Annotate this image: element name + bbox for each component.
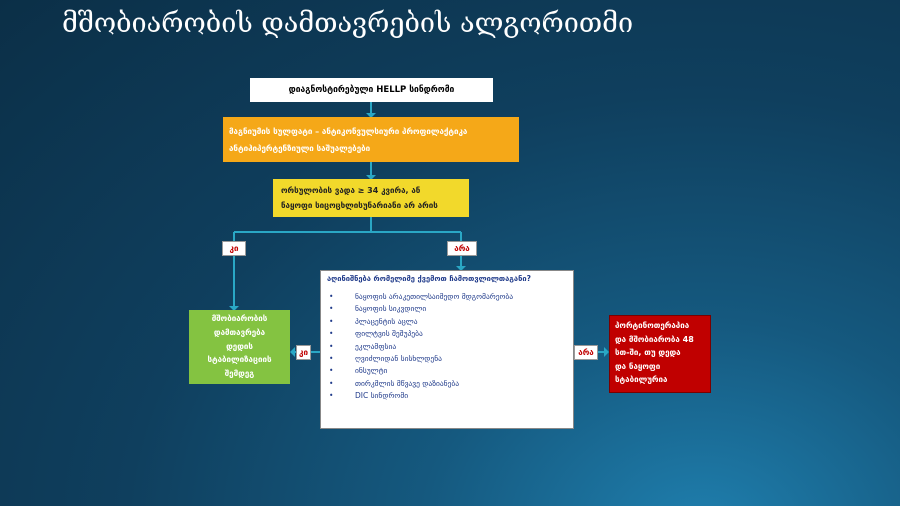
deliver-line: და მშობიარობა 48 — [615, 334, 694, 344]
list-item: ფილტვის შეშუპება — [327, 328, 567, 341]
list-item: თირკმლის მწვავე დაზიანება — [327, 378, 567, 391]
list-item: ნაყოფის სიკვდილი — [327, 303, 567, 316]
deliver-line: პორტინოთერაპია — [615, 321, 690, 330]
list-item: ნაყოფის არაკეთილსაიმედო მდგომარეობა — [327, 291, 567, 304]
wait-line: მშობიარობის — [211, 314, 268, 323]
arrow-to-list — [456, 266, 466, 271]
magnesium-box: მაგნიუმის სულფატი – ანტიკონვულსიური პროფ… — [223, 117, 519, 162]
pregnancy-box: ორსულობის ვადა ≥ 34 კვირა, ან ნაყოფი სიც… — [273, 179, 469, 217]
magnesium-line-2: ანტიჰიპერტენზიული საშუალებები — [229, 144, 371, 153]
slide-title: მშობიარობის დამთავრების ალგორითმი — [62, 8, 634, 39]
list-item: ინსულტი — [327, 365, 567, 378]
arrow-to-wait-side — [290, 347, 295, 357]
arrow-to-deliver — [604, 347, 609, 357]
corticotherapy-delivery-box: პორტინოთერაპია და მშობიარობა 48 სთ-ში, თ… — [609, 315, 711, 393]
no-label-right: არა — [574, 345, 598, 360]
wait-line: დამთავრება — [213, 327, 266, 337]
list-item: ღვიძლიდან სისხლდენა — [327, 353, 567, 366]
no-label-top: არა — [447, 241, 477, 256]
complications-question: აღინიშნება რომელიმე ქვემოთ ჩამოთვლილთაგა… — [327, 274, 531, 283]
deliver-line: სთ-ში, თუ დედა — [615, 348, 681, 358]
yes-label-left: კი — [296, 345, 311, 360]
pregnancy-line-1: ორსულობის ვადა ≥ 34 კვირა, ან — [281, 186, 421, 195]
diagnosis-box: დიაგნოსტირებული HELLP სინდრომი — [250, 78, 493, 102]
list-item: DIC სინდრომი — [327, 390, 567, 403]
wait-line: დედის — [226, 341, 253, 351]
list-item: პლაცენტის აცლა — [327, 316, 567, 329]
delivery-after-stabilization-box: მშობიარობის დამთავრება დედის სტაბილიზაცი… — [189, 310, 290, 384]
list-item: ეკლამფსია — [327, 341, 567, 354]
yes-label-top: კი — [222, 241, 246, 256]
complications-list: ნაყოფის არაკეთილსაიმედო მდგომარეობა ნაყო… — [327, 291, 567, 403]
magnesium-line-1: მაგნიუმის სულფატი – ანტიკონვულსიური პროფ… — [229, 127, 468, 136]
wait-line: სტაბილიზაციის — [207, 355, 272, 365]
arrow-to-wait-top — [229, 306, 239, 311]
arrow-to-pregnancy — [366, 175, 376, 180]
pregnancy-line-2: ნაყოფი სიცოცხლისუნარიანი არ არის — [281, 201, 438, 210]
complications-box: აღინიშნება რომელიმე ქვემოთ ჩამოთვლილთაგა… — [320, 270, 574, 429]
arrow-to-magnesium — [366, 113, 376, 118]
deliver-line: და ნაყოფი — [615, 361, 661, 371]
deliver-line: სტაბილურია — [615, 375, 668, 385]
wait-line: შემდეგ — [224, 369, 255, 379]
